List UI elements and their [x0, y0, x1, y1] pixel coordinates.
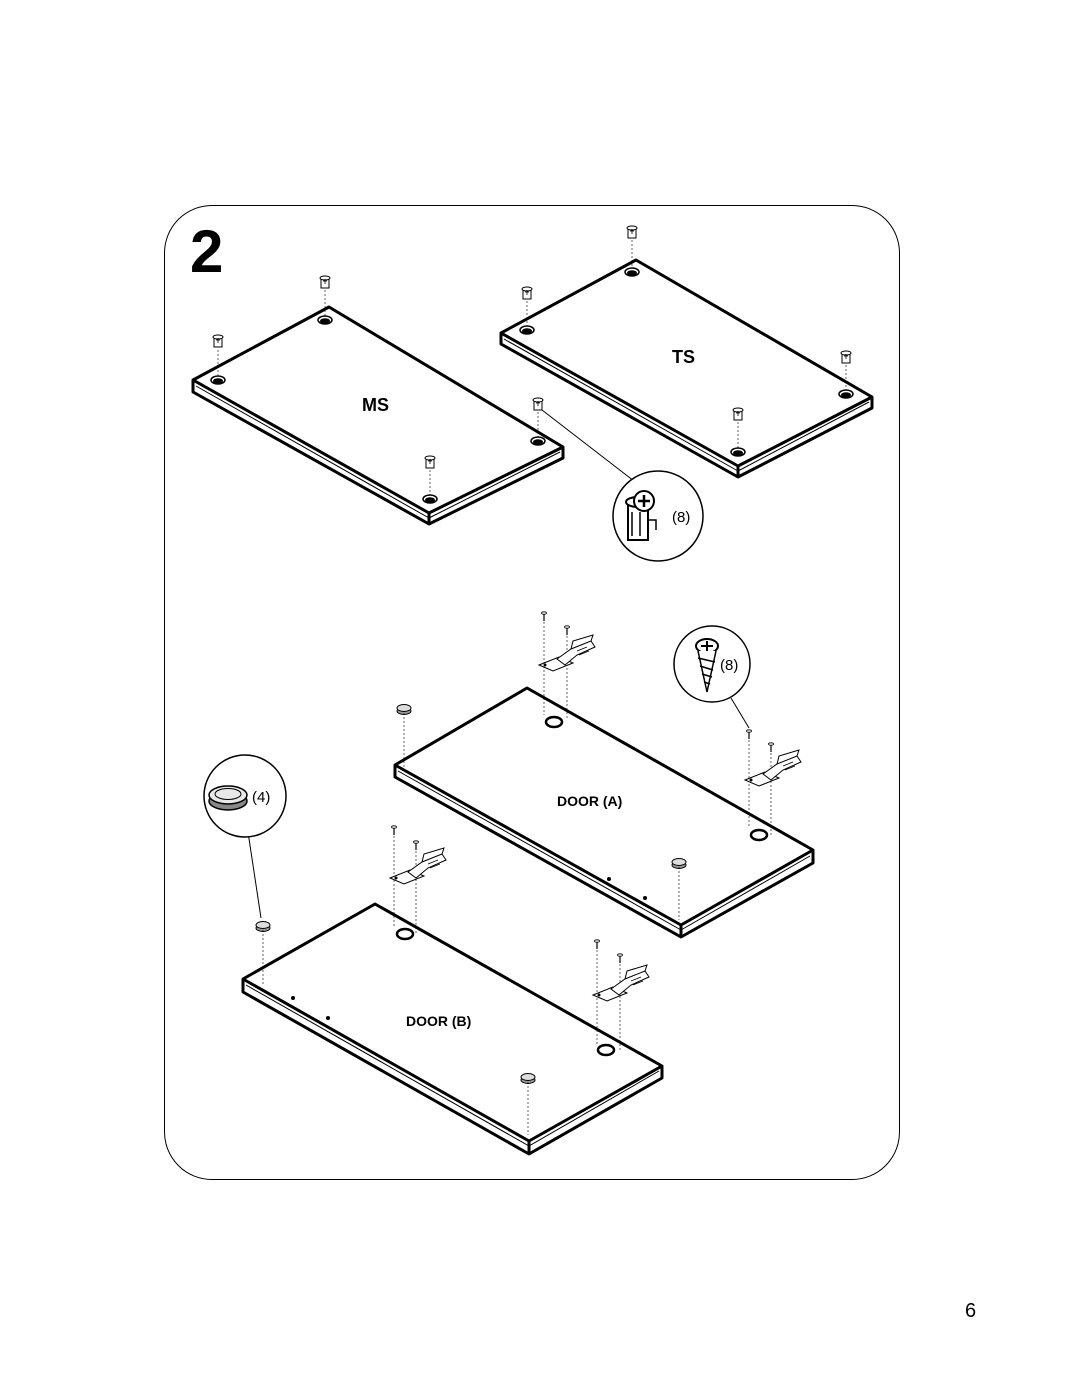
bumper-qty: (4)	[252, 789, 270, 806]
ms-label: MS	[362, 395, 389, 415]
step-panel	[164, 205, 900, 1180]
ms-panel	[191, 305, 565, 526]
cam-lock-callout: (8)	[541, 409, 704, 562]
screw-callout: (8)	[673, 625, 751, 729]
cam-lock-icon	[625, 490, 657, 541]
door-b-panel	[241, 902, 664, 1156]
ts-panel	[499, 258, 874, 479]
bumper-callout: (4)	[203, 754, 287, 919]
door-b-hardware	[255, 825, 650, 1135]
door-b-label: DOOR (B)	[406, 1013, 471, 1029]
step-number: 2	[190, 218, 224, 285]
door-bumper-icon	[208, 785, 248, 811]
ms-cam-locks	[212, 275, 436, 495]
page-number: 6	[965, 1300, 977, 1322]
ts-label: TS	[672, 347, 695, 367]
screw-qty: (8)	[720, 657, 738, 674]
screw-icon	[695, 638, 719, 693]
door-a-panel	[393, 686, 815, 939]
door-a-hardware	[396, 611, 802, 920]
cam-lock-qty: (8)	[672, 509, 690, 526]
ts-cam-locks	[521, 225, 852, 448]
door-a-label: DOOR (A)	[557, 793, 622, 809]
